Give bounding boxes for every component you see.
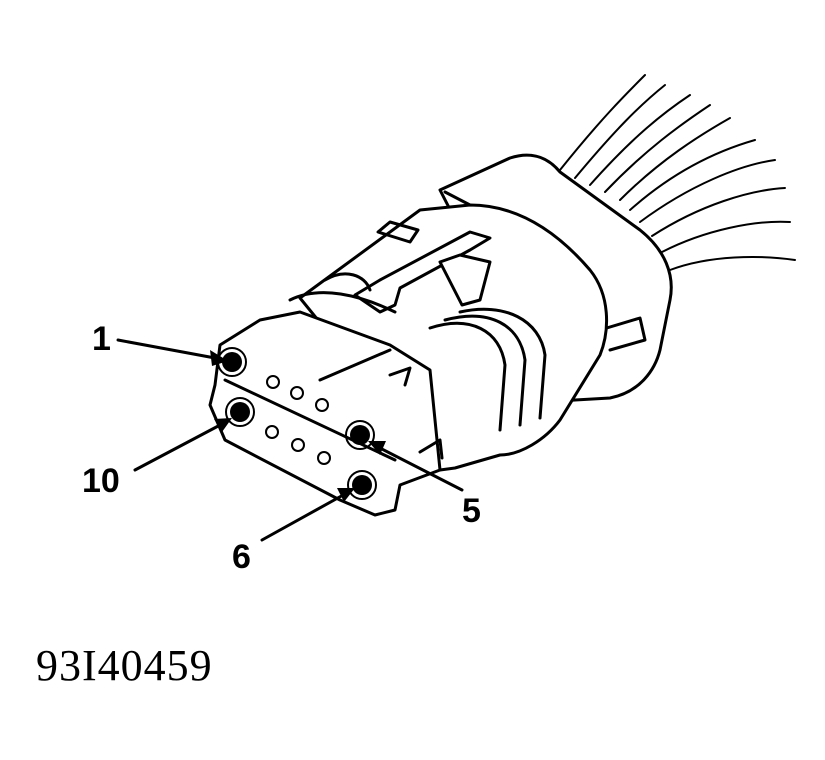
callout-pin-1: 1 — [92, 320, 111, 358]
callout-pin-10: 10 — [82, 462, 120, 500]
callout-pin-6: 6 — [232, 538, 251, 576]
callout-pin-5: 5 — [462, 492, 481, 530]
callout-arrows — [116, 338, 464, 542]
pin-cavities — [217, 347, 377, 500]
figure-id: 93I40459 — [36, 641, 213, 690]
connector-housing — [288, 203, 609, 472]
wire-harness — [559, 74, 796, 271]
